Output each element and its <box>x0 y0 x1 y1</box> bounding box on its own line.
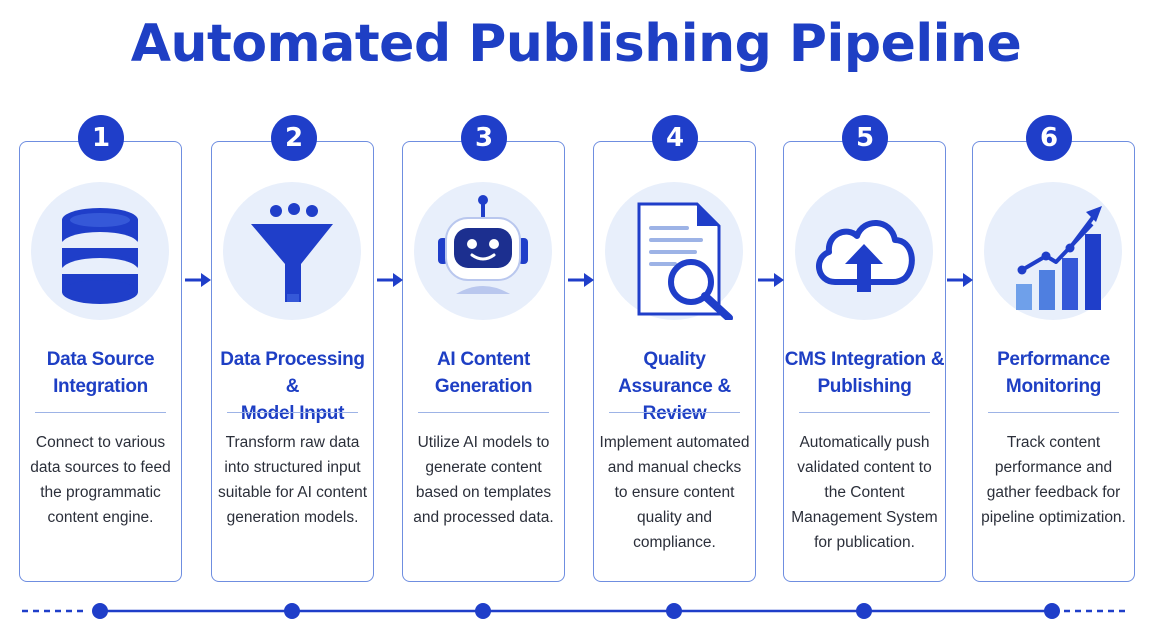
step-card-5: CMS Integration & Publishing Automatical… <box>783 141 946 582</box>
step-card-6: Performance Monitoring Track content per… <box>972 141 1135 582</box>
timeline-dot <box>1044 603 1060 619</box>
funnel-icon <box>251 203 333 302</box>
divider <box>988 412 1119 413</box>
timeline-dot <box>666 603 682 619</box>
step-title: CMS Integration & Publishing <box>784 349 945 397</box>
step-number-5: 5 <box>842 115 888 161</box>
cloud-upload-icon <box>816 220 915 292</box>
icon-circle <box>795 182 933 320</box>
step-description: Track content performance and gather fee… <box>981 434 1126 526</box>
divider <box>35 412 166 413</box>
divider <box>418 412 549 413</box>
divider <box>799 412 930 413</box>
icon-circle <box>605 182 743 320</box>
step-description: Transform raw data into structured input… <box>217 434 368 526</box>
page-title: Automated Publishing Pipeline <box>130 14 1022 74</box>
icon-circle <box>984 182 1122 320</box>
arrow-right-icon <box>568 273 594 287</box>
step-title: Data Processing & Model Input <box>220 349 365 424</box>
step-card-1: Data Source Integration Connect to vario… <box>19 141 182 582</box>
step-number-4: 4 <box>652 115 698 161</box>
database-icon <box>62 208 138 304</box>
step-description: Implement automated and manual checks to… <box>599 434 750 551</box>
divider <box>227 412 358 413</box>
icon-circle <box>414 182 552 320</box>
step-card-3: AI Content Generation Utilize AI models … <box>402 141 565 582</box>
step-card-2: Data Processing & Model Input Transform … <box>211 141 374 582</box>
step-number-2: 2 <box>271 115 317 161</box>
arrow-right-icon <box>185 273 211 287</box>
timeline <box>22 603 1130 619</box>
step-number-3: 3 <box>461 115 507 161</box>
timeline-dot <box>475 603 491 619</box>
step-card-4: Quality Assurance & Review Implement aut… <box>593 141 756 582</box>
step-description: Utilize AI models to generate content ba… <box>413 434 554 526</box>
timeline-dot <box>856 603 872 619</box>
step-title: Data Source Integration <box>46 349 155 397</box>
divider <box>609 412 740 413</box>
step-number-6: 6 <box>1026 115 1072 161</box>
icon-circle <box>31 182 169 320</box>
arrow-right-icon <box>758 273 784 287</box>
robot-icon <box>438 195 528 294</box>
step-title: Quality Assurance & Review <box>618 349 731 424</box>
step-description: Automatically push validated content to … <box>791 434 938 551</box>
step-title: Performance Monitoring <box>997 349 1110 397</box>
arrow-right-icon <box>377 273 403 287</box>
timeline-dot <box>92 603 108 619</box>
timeline-dot <box>284 603 300 619</box>
step-number-1: 1 <box>78 115 124 161</box>
icon-circle <box>223 182 361 320</box>
document-search-icon <box>637 202 733 320</box>
step-title: AI Content Generation <box>434 349 533 397</box>
step-description: Connect to various data sources to feed … <box>30 434 171 526</box>
bar-chart-growth-icon <box>1016 206 1102 310</box>
arrow-right-icon <box>947 273 973 287</box>
